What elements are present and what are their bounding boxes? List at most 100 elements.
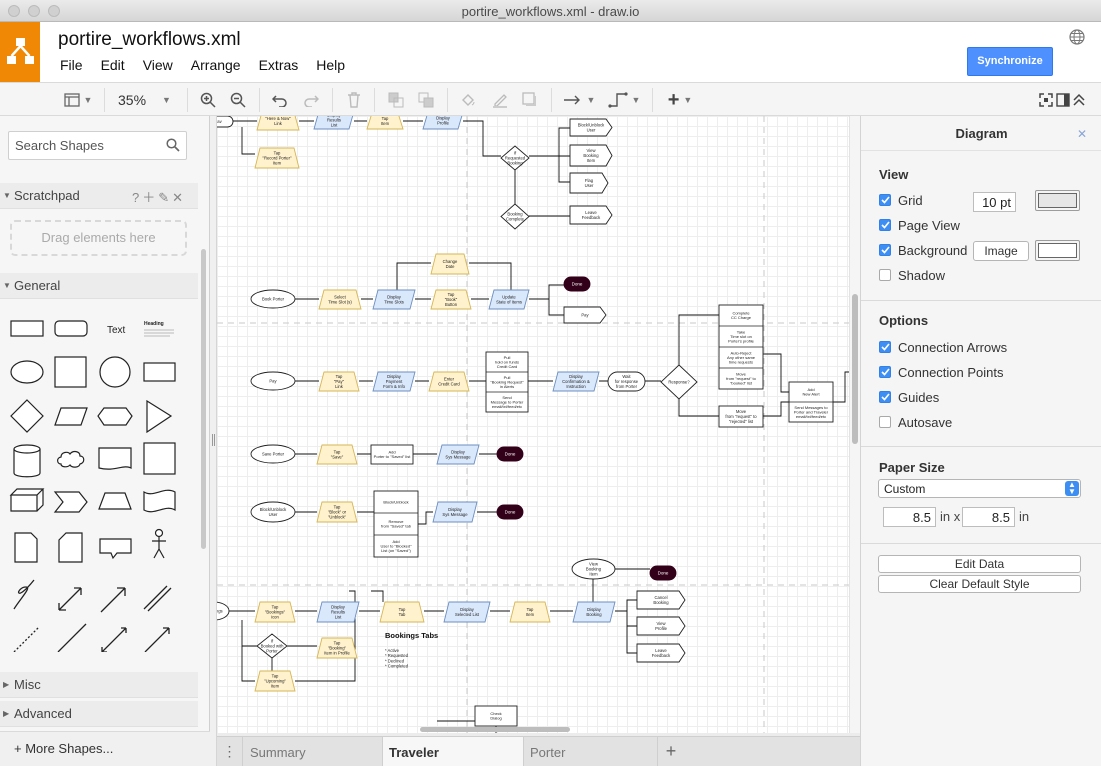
to-front-icon[interactable]: [385, 89, 407, 111]
bookings-tabs-note[interactable]: Bookings Tabs* Active* Requested* Declin…: [385, 631, 438, 669]
diagram-node-done[interactable]: Done: [496, 504, 524, 520]
connection-style-button[interactable]: ▼: [561, 89, 597, 111]
view-panels-button[interactable]: ▼: [58, 89, 98, 111]
add-page-button[interactable]: +: [665, 741, 677, 761]
shadow-icon[interactable]: [519, 89, 541, 111]
to-back-icon[interactable]: [415, 89, 437, 111]
diagram-node-here-now[interactable]: "Here & Now"Link: [256, 116, 300, 131]
misc-header[interactable]: ▶ Misc: [0, 672, 198, 698]
diagram-node-tap-book-button[interactable]: Tap"Book"Button: [430, 289, 472, 310]
background-image-button[interactable]: Image: [973, 241, 1029, 261]
diagram-node-tap-upcoming[interactable]: Tap"Upcoming"Item: [254, 670, 296, 692]
waypoints-button[interactable]: ▼: [606, 89, 642, 111]
fill-color-icon[interactable]: [457, 89, 479, 111]
scratchpad-tools[interactable]: ?＋✎✕: [131, 190, 186, 205]
insert-button[interactable]: +▼: [667, 88, 693, 111]
menu-file[interactable]: File: [60, 57, 83, 73]
diagram-node-save-porter[interactable]: Save Porter: [250, 444, 296, 464]
zoom-out-icon[interactable]: [227, 89, 249, 111]
diagram-node-nav-fragment[interactable]: Nav: [217, 116, 234, 128]
diagram-node-done[interactable]: Done: [496, 446, 524, 462]
collapse-icon[interactable]: [1071, 89, 1087, 111]
diagram-node-tap-save[interactable]: Tap"Save": [316, 444, 358, 465]
zoom-dropdown[interactable]: 35%▼: [118, 92, 171, 108]
background-color-swatch[interactable]: [1035, 240, 1080, 261]
connection-arrows-checkbox[interactable]: Connection Arrows: [879, 338, 1007, 356]
delete-icon[interactable]: [343, 89, 365, 111]
paper-width-input[interactable]: 8.5: [883, 507, 936, 527]
canvas-horizontal-scrollbar[interactable]: [420, 727, 570, 732]
scratchpad-dropzone[interactable]: Drag elements here: [10, 220, 187, 256]
grid-color-swatch[interactable]: [1035, 190, 1080, 211]
more-shapes-button[interactable]: + More Shapes...: [0, 731, 210, 766]
edit-data-button[interactable]: Edit Data: [878, 555, 1081, 573]
grid-size-input[interactable]: 10 pt: [973, 192, 1016, 212]
menu-view[interactable]: View: [142, 57, 173, 73]
menu-arrange[interactable]: Arrange: [190, 57, 241, 73]
connector-line[interactable]: [241, 127, 255, 155]
tab-traveler[interactable]: Traveler: [383, 737, 524, 766]
connector-line[interactable]: [233, 120, 570, 217]
autosave-checkbox[interactable]: Autosave: [879, 413, 952, 431]
diagram-node-tap-record[interactable]: Tap"Record Porter"Item: [254, 147, 300, 169]
zoom-in-icon[interactable]: [197, 89, 219, 111]
page-view-checkbox[interactable]: Page View: [879, 216, 960, 234]
redo-icon[interactable]: [300, 89, 322, 111]
document-title[interactable]: portire_workflows.xml: [58, 29, 241, 50]
background-checkbox[interactable]: Background: [879, 241, 967, 259]
close-window-button[interactable]: [8, 5, 20, 17]
pages-menu-icon[interactable]: ⋮: [217, 737, 243, 766]
diagram-node-pay[interactable]: Pay: [563, 306, 607, 324]
grid-checkbox[interactable]: Grid: [879, 191, 923, 209]
sidebar-splitter[interactable]: [210, 116, 217, 766]
connection-points-checkbox[interactable]: Connection Points: [879, 363, 1004, 381]
format-panel-toggle-icon[interactable]: [1055, 89, 1071, 111]
tab-porter[interactable]: Porter: [524, 737, 658, 766]
search-shapes-input[interactable]: Search Shapes: [8, 131, 187, 160]
fullscreen-icon[interactable]: [1038, 89, 1054, 111]
diagram-node-book-porter[interactable]: Book Porter: [250, 289, 296, 309]
diagram-node-tap-pay-link[interactable]: Tap"Pay"Link: [318, 371, 360, 392]
shadow-checkbox[interactable]: Shadow: [879, 266, 945, 284]
undo-icon[interactable]: [269, 89, 291, 111]
paper-size-select[interactable]: Custom ▲▼: [878, 479, 1081, 498]
menu-edit[interactable]: Edit: [100, 57, 125, 73]
diagram-node-tap-booking-profile[interactable]: Tap"Booking"Item in Profile: [316, 637, 358, 659]
guides-checkbox[interactable]: Guides: [879, 388, 939, 406]
paper-height-input[interactable]: 8.5: [962, 507, 1015, 527]
synchronize-button[interactable]: Synchronize: [967, 47, 1053, 76]
menu-help[interactable]: Help: [316, 57, 346, 73]
minimize-window-button[interactable]: [28, 5, 40, 17]
general-header[interactable]: ▼ General: [0, 273, 198, 299]
menu-extras[interactable]: Extras: [258, 57, 299, 73]
close-icon[interactable]: ✕: [1076, 127, 1087, 141]
line-color-icon[interactable]: [489, 89, 511, 111]
connector-line[interactable]: [295, 314, 849, 417]
